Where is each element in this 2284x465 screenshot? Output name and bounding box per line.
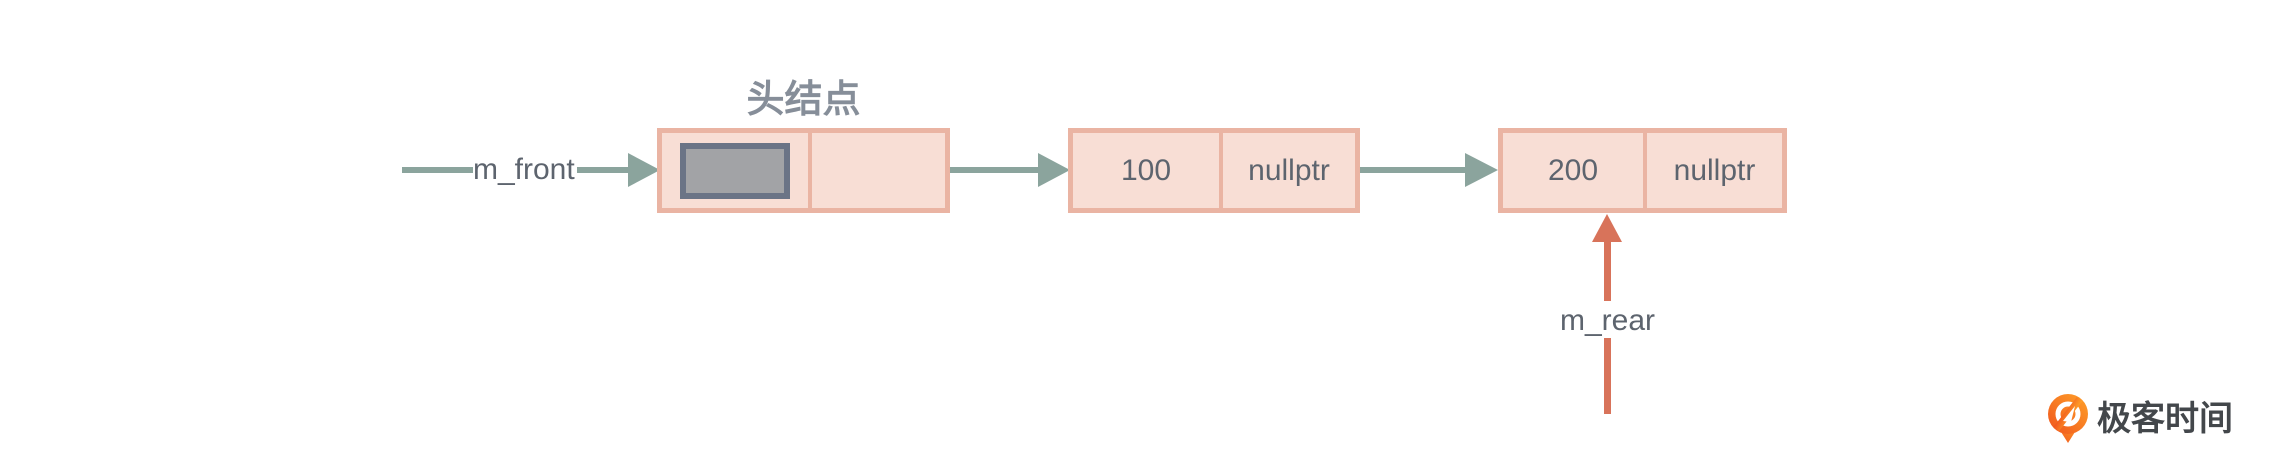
geektime-logo-icon [2048,394,2088,443]
link-line-1 [950,167,1038,173]
m-front-line-right [577,167,629,173]
head-node-caption: 头结点 [746,79,861,121]
m-front-label: m_front [473,153,575,186]
m-rear-line-upper [1604,241,1611,301]
node-1-value: 100 [1073,133,1223,208]
m-rear-arrowhead-icon [1592,214,1622,242]
node-1-next: nullptr [1248,153,1330,187]
head-node-data-slot [680,142,790,199]
node-2-next: nullptr [1673,153,1756,187]
list-node-2: 200 nullptr [1498,128,1787,213]
head-node [657,128,950,213]
geektime-logo: 极客时间 [2048,394,2233,444]
m-front-arrowhead-icon [628,153,660,187]
m-rear-line-lower [1604,338,1611,414]
geektime-logo-text: 极客时间 [2097,400,2233,438]
m-rear-label: m_rear [1560,304,1656,337]
link-line-2 [1360,167,1465,173]
link-arrowhead-2-icon [1465,153,1498,187]
head-node-next-cell [812,133,945,208]
head-node-data-cell [662,133,812,208]
m-front-line-left [402,167,473,173]
node-2-value: 200 [1503,133,1647,208]
list-node-1: 100 nullptr [1068,128,1360,213]
link-arrowhead-1-icon [1038,153,1070,187]
